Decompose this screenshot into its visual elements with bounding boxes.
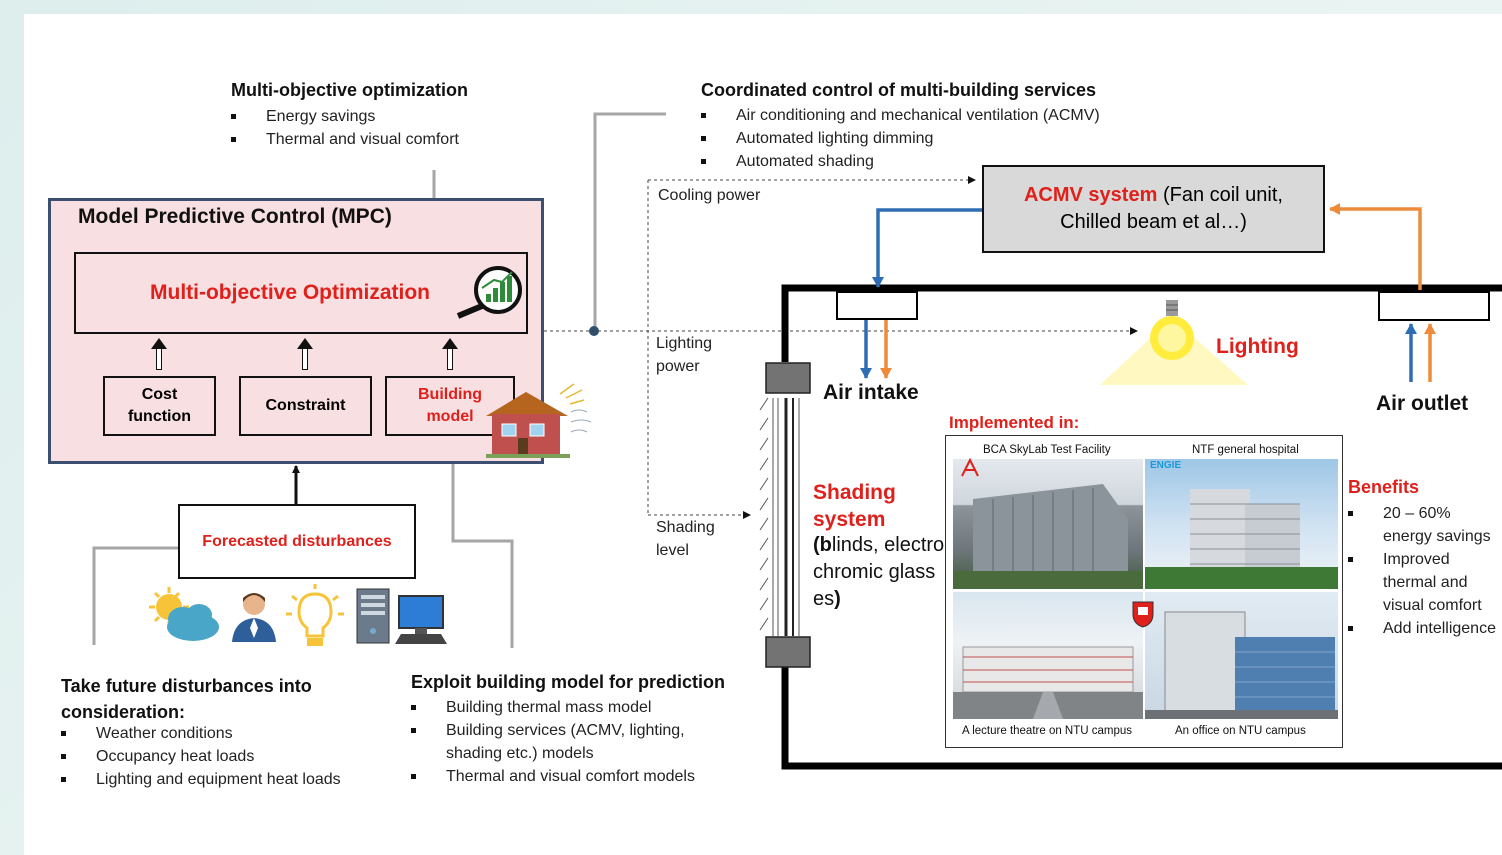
coord-list: Air conditioning and mechanical ventilat… [701,104,1100,173]
optimization-box: Multi-objective Optimization [74,252,528,334]
shading-system-title: Shading system [813,481,896,531]
exploit-heading: Exploit building model for prediction [411,672,725,692]
list-item: Energy savings [231,105,459,128]
cost-function-box: Cost function [103,376,216,436]
photo-hospital [1145,459,1338,589]
engie-logo: ENGIE [1150,460,1182,471]
lighting-icon [1100,300,1248,385]
building-envelope [781,284,1502,770]
weather-icon [149,587,219,641]
mpc-title: Model Predictive Control (MPC) [78,205,392,228]
benefits-clip: 20 – 60% energy savings Improved thermal… [1348,502,1502,642]
shading-window [759,362,811,668]
acmv-desc: (Fan coil unit, Chilled beam et al…) [1060,184,1283,233]
acmv-box: ACMV system (Fan coil unit, Chilled beam… [982,165,1325,253]
callout-line-exploit [451,418,514,648]
caption-hospital: NTF general hospital [1192,444,1299,456]
forecast-box: Forecasted disturbances [178,504,416,579]
list-item: Lighting and equipment heat loads [61,768,341,791]
list-item: 20 – 60% energy savings [1348,502,1502,548]
mo-list: Energy savings Thermal and visual comfor… [231,105,459,151]
benefits-list: 20 – 60% energy savings Improved thermal… [1348,502,1502,642]
list-item: Automated lighting dimming [701,127,1100,150]
lighting-label: Lighting [1216,335,1299,358]
cooling-power-label: Cooling power [658,187,761,204]
photo-office [1145,592,1338,719]
server-icon [356,588,390,644]
benefits-heading: Benefits [1348,477,1420,497]
list-item: Occupancy heat loads [61,745,341,768]
supply-air-line [872,208,982,288]
list-item: Automated shading [701,150,1100,173]
optimization-label: Multi-objective Optimization [150,281,431,304]
light-bulb-icon [286,584,344,646]
building-model-box: Building model [385,376,515,436]
occupant-icon [232,593,276,642]
list-item: Thermal and visual comfort models [411,765,726,788]
intake-vent [836,291,918,320]
list-item: Thermal and visual comfort [231,128,459,151]
air-intake-label: Air intake [823,381,919,404]
photo-skylab [953,459,1143,589]
coord-heading: Coordinated control of multi-building se… [701,80,1097,100]
outlet-vent [1378,291,1490,321]
computer-icon [395,595,447,644]
acmv-name: ACMV system [1023,184,1158,206]
lighting-power-label: Lighting power [656,335,713,375]
shading-level-label: Shading level [656,519,715,559]
arrow-up-icon [442,338,458,370]
arrow-up-icon [151,338,167,370]
caption-skylab: BCA SkyLab Test Facility [983,444,1111,456]
list-item: Improved thermal and visual comfort [1348,548,1502,617]
arrow-up-icon [297,338,313,370]
callout-line-coord [593,112,666,331]
shading-system-desc: (blinds, electrochromic glasses) [813,534,945,610]
constraint-box: Constraint [239,376,372,436]
magnifier-chart-icon [456,266,522,319]
list-item: Air conditioning and mechanical ventilat… [701,104,1100,127]
ntu-crest-icon [1132,601,1154,628]
callout-line-future [92,546,190,645]
photo-lecture-theatre [953,592,1143,719]
bca-logo-icon [961,457,979,477]
future-heading: Take future disturbances into considerat… [61,676,312,722]
caption-lecture-theatre: A lecture theatre on NTU campus [962,725,1133,737]
caption-office: An office on NTU campus [1175,725,1306,737]
implemented-heading: Implemented in: [949,413,1080,432]
future-list: Weather conditions Occupancy heat loads … [61,722,341,791]
return-air-line [1329,203,1422,290]
mo-heading: Multi-objective optimization [231,80,468,100]
list-item: Building thermal mass model [411,696,726,719]
list-item: Weather conditions [61,722,341,745]
exploit-list: Building thermal mass model Building ser… [411,696,726,788]
list-item: Building services (ACMV, lighting, shadi… [411,719,726,765]
house-icon [486,383,592,458]
air-outlet-label: Air outlet [1376,392,1469,415]
